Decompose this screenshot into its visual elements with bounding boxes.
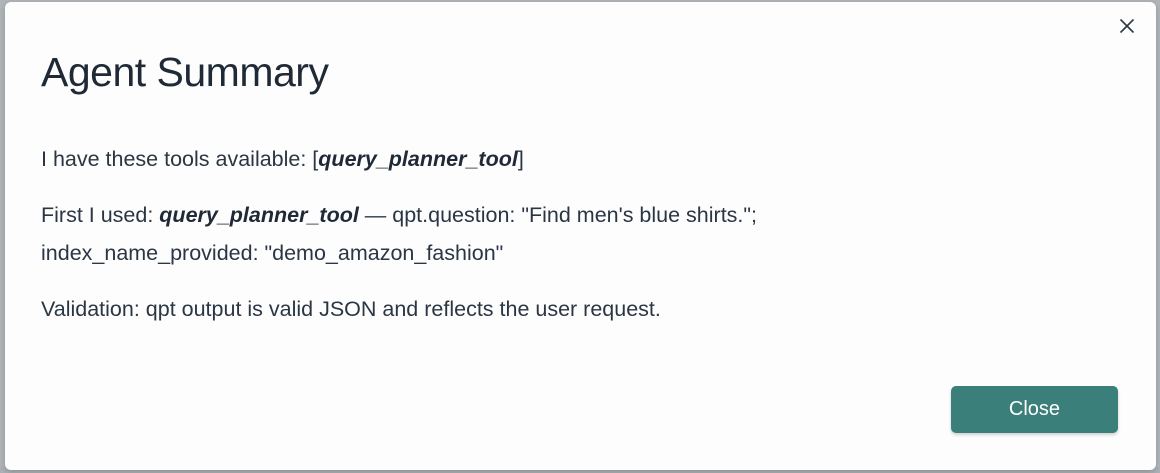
first-used-prefix: First I used: xyxy=(41,203,160,227)
dialog-title: Agent Summary xyxy=(41,49,329,95)
first-used-paragraph: First I used: query_planner_tool — qpt.q… xyxy=(41,196,1121,272)
dialog-body: I have these tools available: [query_pla… xyxy=(41,140,1121,346)
first-used-tool-name: query_planner_tool xyxy=(159,203,359,227)
tool-name: query_planner_tool xyxy=(318,147,518,171)
backdrop xyxy=(0,467,1160,473)
close-icon xyxy=(1119,18,1135,34)
close-icon-button[interactable] xyxy=(1116,15,1138,37)
first-used-details: — qpt.question: "Find men's blue shirts.… xyxy=(358,203,758,227)
tools-prefix: I have these tools available: [ xyxy=(41,147,319,171)
tools-suffix: ] xyxy=(517,147,524,171)
tools-available-paragraph: I have these tools available: [query_pla… xyxy=(41,140,1121,178)
validation-paragraph: Validation: qpt output is valid JSON and… xyxy=(41,297,661,321)
dialog-footer: Close xyxy=(951,386,1118,433)
agent-summary-dialog: Agent Summary I have these tools availab… xyxy=(5,2,1156,470)
index-name-provided: index_name_provided: "demo_amazon_fashio… xyxy=(41,241,504,265)
close-button[interactable]: Close xyxy=(951,386,1118,433)
